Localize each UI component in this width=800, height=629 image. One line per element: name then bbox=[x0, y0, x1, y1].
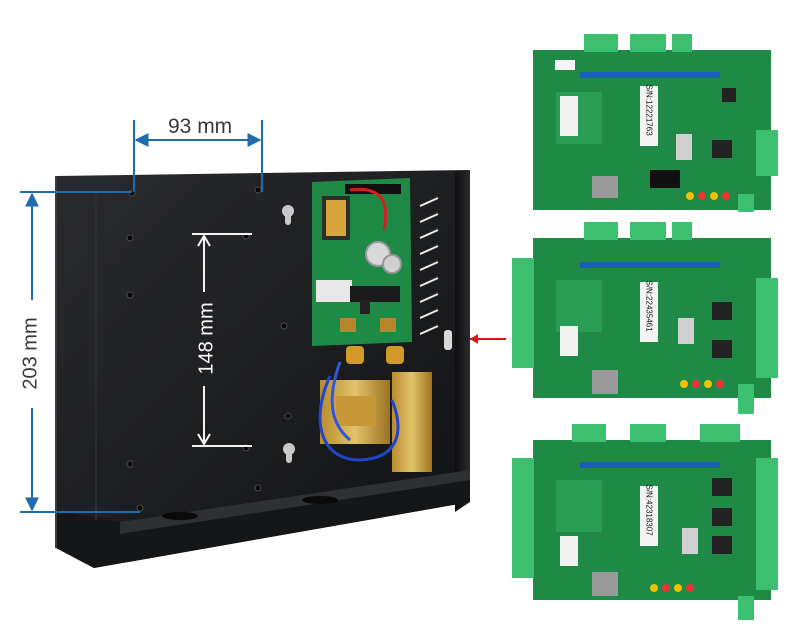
vent-slots bbox=[419, 197, 439, 335]
width-dimension bbox=[133, 120, 263, 192]
controller-board-3 bbox=[512, 424, 778, 620]
keyhole-slot-bottom bbox=[283, 443, 295, 463]
cable-slot bbox=[444, 330, 452, 350]
controller-board-1 bbox=[533, 34, 778, 212]
board-2-serial: S/N:22435461 bbox=[644, 280, 654, 332]
total-height-dimension bbox=[20, 191, 140, 513]
keyhole-slot-top bbox=[282, 205, 294, 225]
inner-height-dimension bbox=[192, 233, 252, 447]
power-supply-board bbox=[312, 178, 412, 346]
width-dimension-label: 93 mm bbox=[168, 115, 233, 138]
board-1-serial: S/N:12221763 bbox=[644, 84, 654, 136]
transformer bbox=[318, 346, 432, 472]
board-3-serial: S/N:42318307 bbox=[644, 484, 654, 536]
controller-board-2 bbox=[512, 222, 778, 414]
pointer-arrow bbox=[470, 334, 506, 344]
